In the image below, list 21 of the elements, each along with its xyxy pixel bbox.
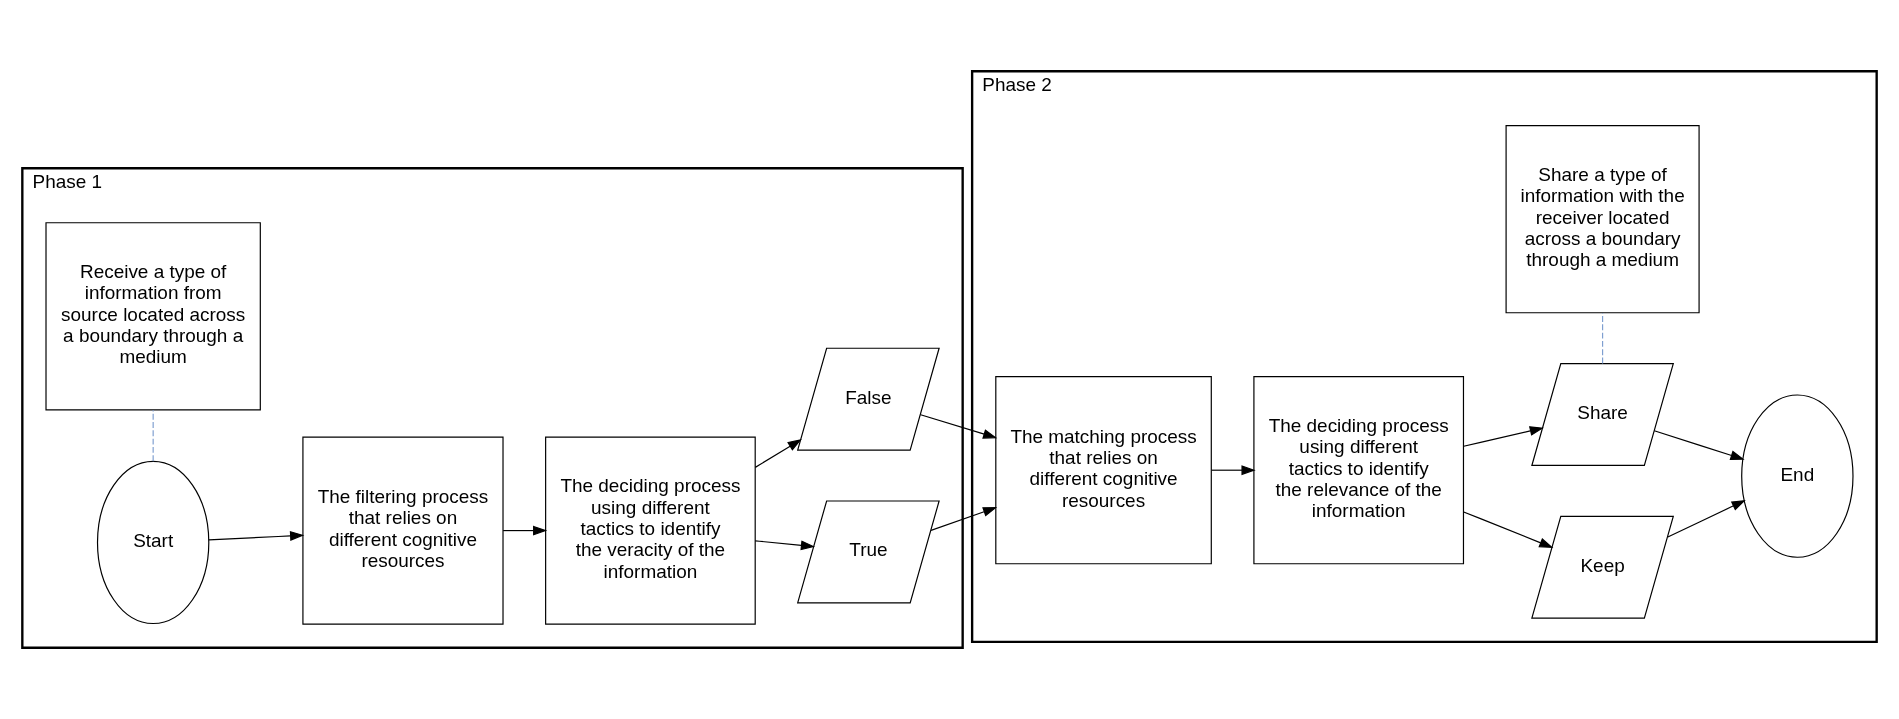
arrow — [502, 525, 548, 536]
arrow — [930, 507, 998, 531]
arrow — [1653, 430, 1745, 461]
node-box: The deciding process using different tactics to identify the relevance of the information — [1253, 376, 1465, 565]
arrow — [208, 530, 305, 541]
arrow — [920, 414, 998, 439]
connector — [152, 409, 154, 462]
arrow — [1463, 426, 1544, 447]
arrow — [1667, 499, 1746, 538]
node-box: Receive a type of information from source located across a boundary through a medium — [45, 222, 261, 411]
arrow — [754, 438, 802, 468]
node-box: The deciding process using different tactics to identify the veracity of the information — [545, 436, 756, 625]
arrow — [1210, 465, 1256, 476]
node-box: The matching process that relies on different cognitive resources — [995, 376, 1212, 565]
node-ellipse: End — [1741, 394, 1854, 558]
node-box: The filtering process that relies on different cognitive resources — [302, 436, 504, 625]
arrow — [1463, 511, 1554, 548]
node-box: Share a type of information with the receiver located across a boundary through a medium — [1505, 125, 1700, 314]
node-ellipse: Start — [96, 460, 210, 625]
arrow — [754, 540, 816, 551]
connector — [1602, 312, 1604, 364]
